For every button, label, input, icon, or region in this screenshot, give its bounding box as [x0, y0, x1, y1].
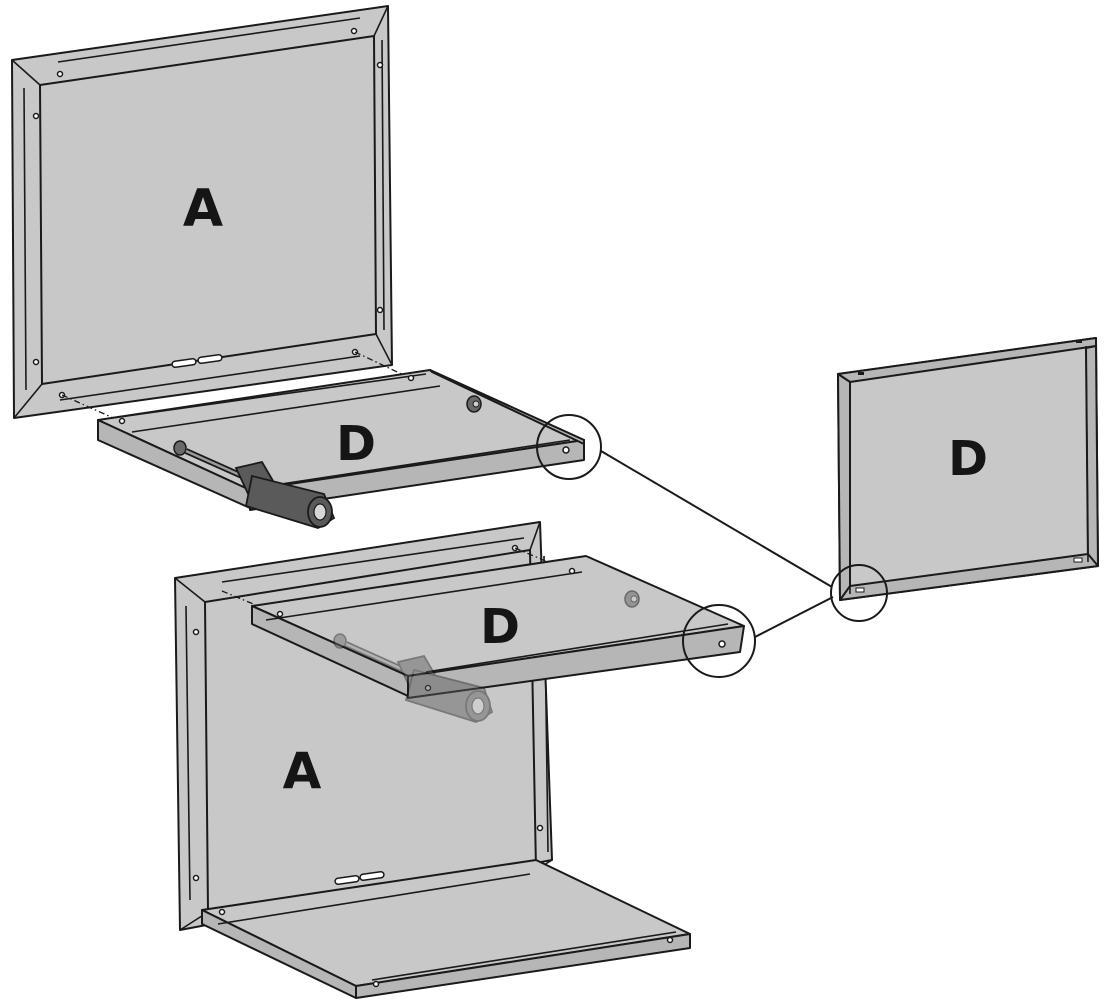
screwdriver-icon — [333, 633, 494, 723]
detail-ring-right-panel — [830, 564, 888, 622]
panel-d-right-label: D — [948, 431, 988, 487]
shelf-d-bottom: D — [251, 555, 745, 699]
panel-d-right: D — [837, 337, 1099, 601]
shelf-d-top: D — [97, 369, 585, 511]
detail-ring-top-shelf — [536, 414, 602, 480]
detail-connector-top — [600, 450, 833, 588]
panel-a-top-label: A — [183, 179, 223, 239]
screwdriver-icon — [173, 440, 336, 529]
screw-path-left — [61, 394, 121, 422]
detail-connector-bottom — [754, 596, 834, 638]
screw-icon — [466, 395, 482, 413]
shelf-d-top-label: D — [336, 416, 376, 472]
panel-a-top: A — [11, 5, 393, 419]
screw-icon — [624, 590, 640, 608]
panel-a-bottom-label: A — [283, 742, 322, 800]
shelf-d-bottom-label: D — [480, 599, 520, 655]
detail-ring-bottom-shelf — [682, 604, 756, 678]
